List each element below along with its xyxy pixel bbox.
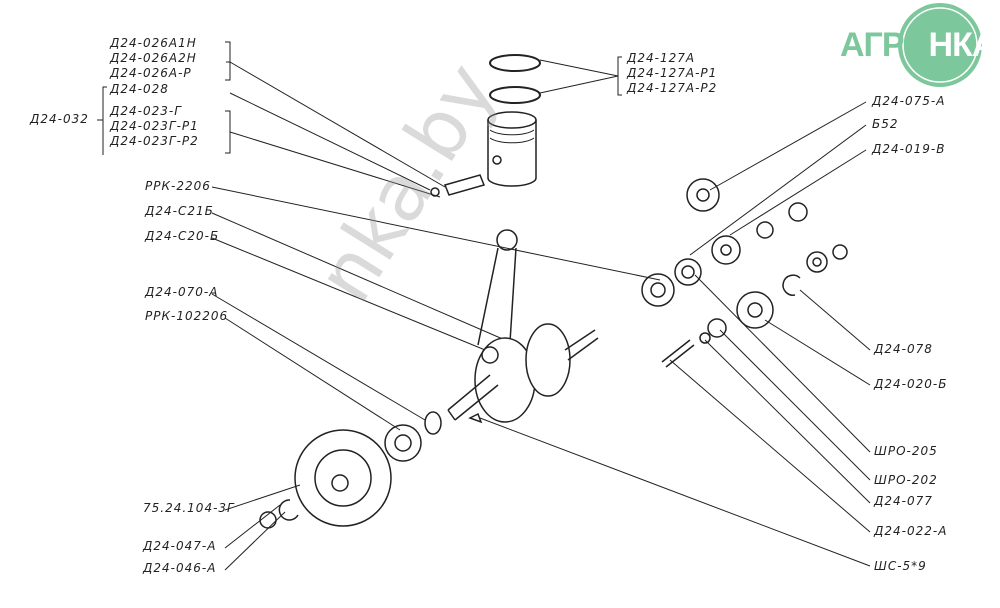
label-part: ШРО-205 (874, 444, 938, 458)
label-part: Д24-077 (874, 494, 933, 508)
label-part: Д24-019-В (872, 142, 946, 156)
logo-text-1: АГРО (840, 26, 930, 64)
label-part: Д24-127А-Р1 (627, 66, 718, 80)
label-part: Д24-023Г-Р1 (110, 119, 199, 133)
logo-ring (902, 7, 978, 83)
logo-text-2: НКА (928, 26, 997, 64)
label-part: Д24-023Г-Р2 (110, 134, 199, 148)
label-part: Д24-023-Г (110, 104, 182, 118)
label-part: Д24-075-А (872, 94, 946, 108)
bracket-assembly (97, 86, 107, 155)
right-parts (641, 178, 848, 368)
label-part: РРК-102206 (145, 309, 229, 323)
piston-pin (430, 174, 486, 197)
label-part: РРК-2206 (145, 179, 211, 193)
label-part: ШРО-202 (874, 473, 938, 487)
bracket-piston-group (225, 41, 231, 81)
bracket-rings (617, 56, 622, 96)
agronka-logo: АГРОНКА (840, 26, 997, 64)
label-part: Д24-078 (874, 342, 933, 356)
label-part: 75.24.104-3Г (143, 501, 235, 515)
label-part: Д24-028 (110, 82, 169, 96)
logo-circle (898, 3, 982, 87)
label-part: Д24-047-А (143, 539, 217, 553)
label-part: Б52 (872, 117, 899, 131)
left-parts (259, 411, 483, 529)
label-part: Д24-026А-Р (110, 66, 192, 80)
label-part: Д24-020-Б (874, 377, 948, 391)
label-part: Д24-127А-Р2 (627, 81, 718, 95)
label-part: Д24-026А1Н (110, 36, 197, 50)
label-part: Д24-022-А (874, 524, 948, 538)
piston-rings (489, 54, 541, 104)
label-part: Д24-127А (627, 51, 696, 65)
label-part: Д24-070-А (145, 285, 219, 299)
leader-lines (211, 59, 871, 571)
bracket-piston-set (225, 110, 231, 154)
label-part: ШС-5*9 (874, 559, 927, 573)
label-part: Д24-С20-Б (145, 229, 220, 243)
label-part: Д24-046-А (143, 561, 217, 575)
crankshaft-assembly (447, 229, 599, 423)
label-part: Д24-026А2Н (110, 51, 197, 65)
label-part: Д24-С21Б (145, 204, 214, 218)
label-assembly: Д24-032 (30, 112, 89, 126)
piston (487, 111, 537, 187)
